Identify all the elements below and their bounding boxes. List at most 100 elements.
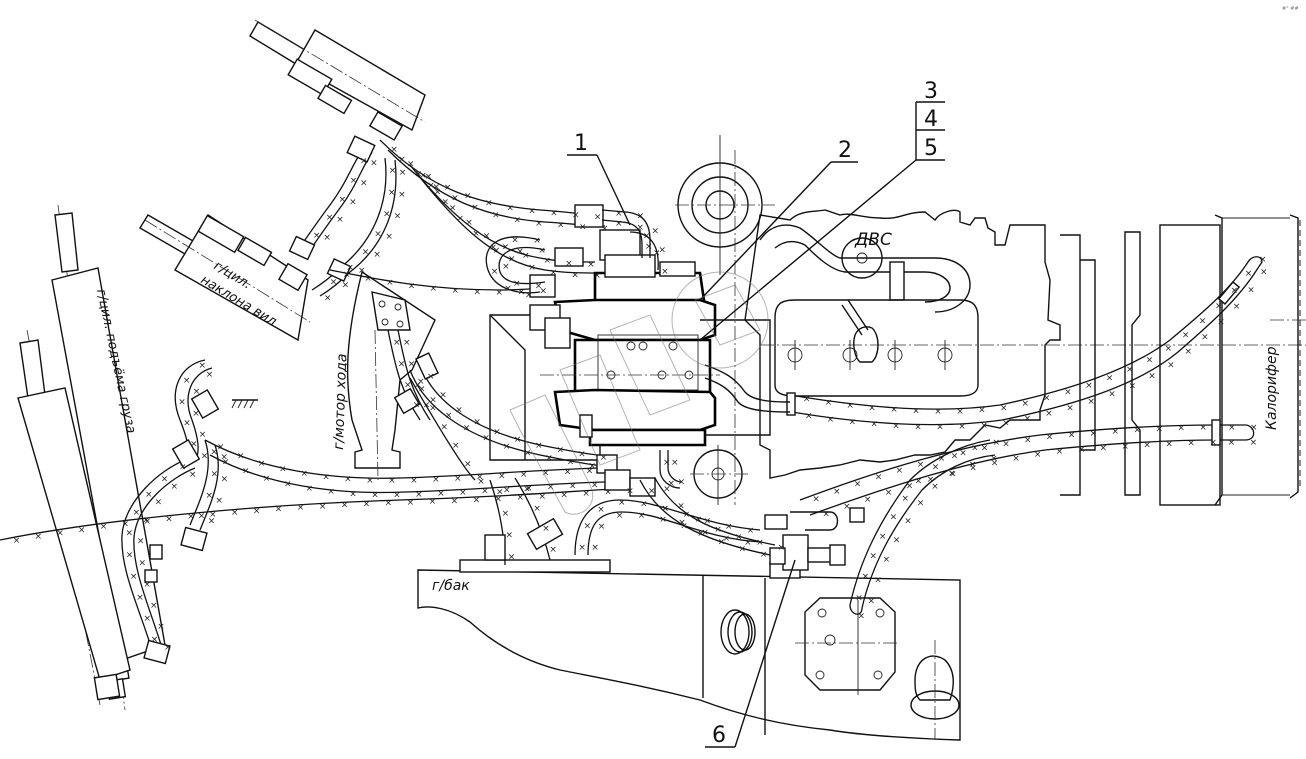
hose-marker: × <box>429 404 437 414</box>
hose-marker: × <box>433 182 441 192</box>
hose-marker: × <box>297 503 305 513</box>
hose-marker: × <box>513 279 521 289</box>
hose-marker: × <box>336 215 344 225</box>
hose-marker: × <box>1233 302 1241 312</box>
hose-marker: × <box>455 406 463 416</box>
hose-marker: × <box>638 511 646 521</box>
hose-marker: × <box>718 538 726 548</box>
hose-marker: × <box>143 517 151 527</box>
hose-marker: × <box>393 338 401 348</box>
hose-marker: × <box>349 489 357 499</box>
lift-main-hoses <box>0 439 631 541</box>
hose-marker: × <box>1106 374 1114 384</box>
hose-marker: × <box>452 286 460 296</box>
hose-marker: × <box>493 427 501 437</box>
hose-marker: × <box>1250 438 1258 448</box>
hose-marker: × <box>931 482 939 492</box>
hose-marker: × <box>990 454 998 464</box>
hose-marker: × <box>192 409 200 419</box>
hose-marker: × <box>550 268 558 278</box>
hose-marker: × <box>938 454 946 464</box>
hose-marker: × <box>394 212 402 222</box>
hose-marker: × <box>217 443 225 453</box>
hose-marker: × <box>934 407 942 417</box>
hose-marker: × <box>407 159 415 169</box>
hose-marker: × <box>524 448 532 458</box>
hose-marker: × <box>822 510 830 520</box>
hose-marker: × <box>1066 403 1074 413</box>
hose-marker: × <box>520 470 528 480</box>
hose-marker: × <box>1165 344 1173 354</box>
hose-marker: × <box>346 263 354 273</box>
hose-marker: × <box>393 490 401 500</box>
hose-marker: × <box>126 551 134 561</box>
hose-marker: × <box>890 513 898 523</box>
hose-marker: × <box>388 188 396 198</box>
hose-marker: × <box>220 453 228 463</box>
hose-marker: × <box>313 231 321 241</box>
engine-label: ДВС <box>854 230 892 250</box>
hose-marker: × <box>539 492 547 502</box>
hose-marker: × <box>971 443 979 453</box>
hose-marker: × <box>981 444 989 454</box>
hose-marker: × <box>399 168 407 178</box>
hose-marker: × <box>414 380 422 390</box>
hose-marker: × <box>549 545 557 555</box>
hose-marker: × <box>756 538 764 548</box>
hose-marker: × <box>571 270 579 280</box>
hose-marker: × <box>341 501 349 511</box>
hose-marker: × <box>618 498 626 508</box>
hose-marker: × <box>661 504 669 514</box>
hose-marker: × <box>189 470 197 480</box>
hose-marker: × <box>429 497 437 507</box>
hose-marker: × <box>1012 454 1020 464</box>
hose-marker: × <box>374 230 382 240</box>
hose-marker: × <box>506 531 514 541</box>
hose-marker: × <box>449 203 457 213</box>
hose-marker: × <box>209 510 217 520</box>
hose-marker: × <box>451 496 459 506</box>
valve-top-fittings <box>529 204 696 298</box>
hose-marker: × <box>187 512 195 522</box>
hose-marker: × <box>360 178 368 188</box>
hose-marker: × <box>914 422 922 432</box>
hose-marker: × <box>482 434 490 444</box>
tilt-cylinder-upper <box>249 19 426 141</box>
hose-marker: × <box>678 478 686 488</box>
hose-marker: × <box>502 262 510 272</box>
hose-marker: × <box>136 593 144 603</box>
valve-left-hoses <box>485 236 546 294</box>
hose-marker: × <box>701 528 709 538</box>
hose-marker: × <box>1245 269 1253 279</box>
hose-marker: × <box>201 452 209 462</box>
hose-marker: × <box>492 210 500 220</box>
tilt-cylinder: г/цил. наклона вил <box>139 214 311 342</box>
hose-marker: × <box>518 288 526 298</box>
hose-marker: × <box>586 467 594 477</box>
hose-marker: × <box>385 232 393 242</box>
valve-engine-pipe <box>704 364 791 413</box>
hose-marker: × <box>126 529 134 539</box>
hose-marker: × <box>498 471 506 481</box>
hose-marker: × <box>439 390 447 400</box>
hose-marker: × <box>565 259 573 269</box>
heater-label: Калорифер <box>1264 346 1280 430</box>
hose-marker: × <box>593 271 601 281</box>
hose-marker: × <box>430 284 438 294</box>
hose-marker: × <box>535 282 543 292</box>
callout-2: 2 <box>699 138 858 301</box>
tank-hoses <box>484 439 996 615</box>
hose-marker: × <box>547 483 555 493</box>
hose-marker: × <box>193 387 201 397</box>
hose-marker: × <box>508 254 516 264</box>
hose-marker: × <box>150 601 158 611</box>
hose-marker: × <box>849 418 857 428</box>
hose-marker: × <box>643 231 651 241</box>
hose-marker: × <box>600 453 608 463</box>
hose-marker: × <box>659 246 667 256</box>
hose-marker: × <box>1045 409 1053 419</box>
hose-marker: × <box>615 209 623 219</box>
hose-marker: × <box>284 480 292 490</box>
hose-marker: × <box>398 190 406 200</box>
hose-marker: × <box>760 550 768 560</box>
